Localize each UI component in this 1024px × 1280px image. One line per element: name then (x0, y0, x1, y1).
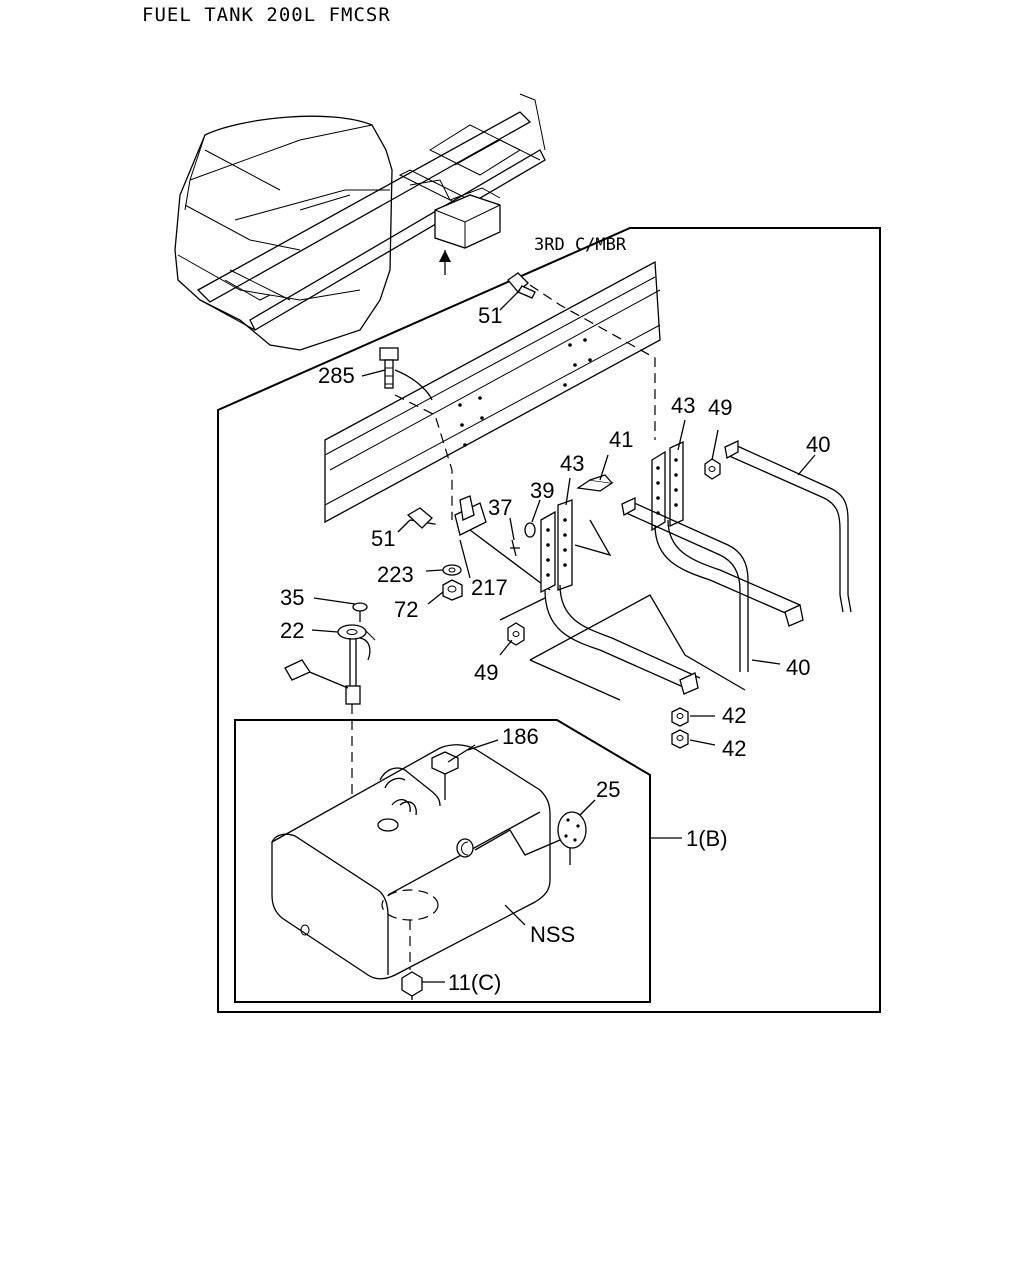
tank-strap-u (544, 519, 804, 695)
strap-bar-40-lower (621, 496, 749, 672)
callout-22: 22 (280, 618, 304, 643)
callout-39: 39 (530, 478, 554, 503)
fuel-tank-body (271, 744, 551, 980)
callout-217: 217 (471, 575, 508, 600)
nut-42-upper (671, 707, 689, 727)
tank-sender-port (377, 799, 417, 832)
tank-assembly-boundary (234, 719, 651, 1003)
callout-186: 186 (502, 724, 539, 749)
bolt-41 (576, 474, 614, 492)
callout-42-lower: 42 (722, 736, 746, 761)
callout-43-right: 43 (671, 393, 695, 418)
callout-49-lower: 49 (474, 660, 498, 685)
callout-51-lower: 51 (371, 526, 395, 551)
label-3rd-crossmember: 3RD C/MBR (534, 235, 627, 255)
washer-223 (442, 564, 462, 576)
bolt-285 (379, 347, 433, 401)
nut-49-upper (704, 458, 721, 480)
callout-41: 41 (609, 427, 633, 452)
callout-43-left: 43 (560, 451, 584, 476)
callout-40-upper: 40 (806, 432, 830, 457)
detail-boundary (217, 227, 881, 1013)
callout-42-upper: 42 (722, 703, 746, 728)
page-title: FUEL TANK 200L FMCSR (142, 4, 391, 26)
strap-bar-40-upper (724, 439, 852, 613)
callout-40-lower: 40 (786, 655, 810, 680)
pin-37 (510, 539, 520, 557)
drain-plug-11c (401, 971, 423, 1000)
bracket-217 (406, 495, 551, 591)
nut-49-lower (507, 622, 525, 646)
callout-nss: NSS (530, 922, 575, 947)
breather-186 (379, 744, 476, 807)
crossmember-rail (324, 260, 661, 524)
plate-25 (557, 799, 596, 865)
fuel-sender-22 (284, 624, 376, 705)
washer-39 (524, 522, 536, 538)
hanger-43-right (651, 440, 684, 532)
truck-overview-illustration (174, 93, 546, 351)
callout-285: 285 (318, 363, 355, 388)
bolt-51-top (507, 272, 536, 299)
callout-37: 37 (488, 495, 512, 520)
callout-72: 72 (394, 597, 418, 622)
callout-49-upper: 49 (708, 395, 732, 420)
nut-42-lower (671, 729, 689, 749)
callout-11c: 11(C) (448, 970, 501, 995)
screw-35 (352, 602, 368, 622)
callout-25: 25 (596, 777, 620, 802)
callout-223: 223 (377, 562, 414, 587)
callout-1b: 1(B) (686, 826, 728, 851)
callout-35: 35 (280, 585, 304, 610)
callout-51-top: 51 (478, 303, 502, 328)
nut-72 (442, 579, 463, 601)
hanger-43-left (540, 499, 573, 594)
